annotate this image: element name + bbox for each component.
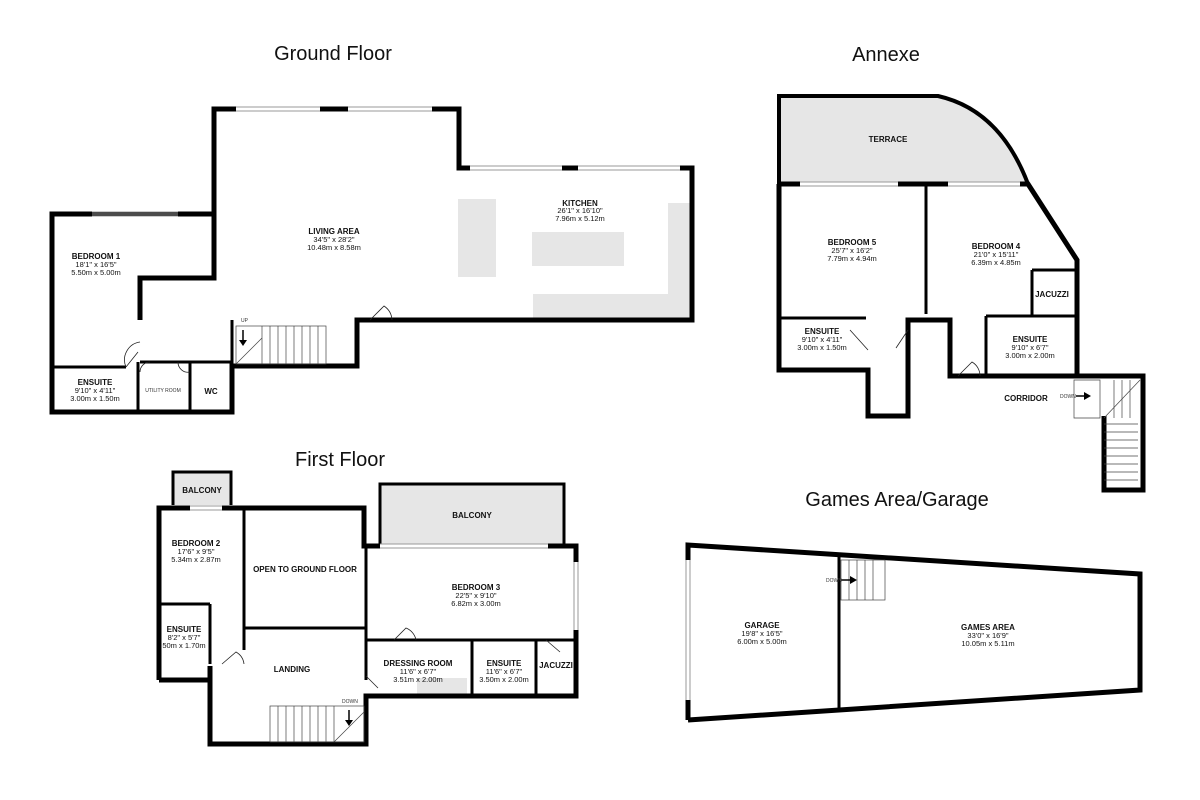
svg-text:5.34m x 2.87m: 5.34m x 2.87m: [171, 555, 221, 564]
svg-text:ENSUITE: ENSUITE: [487, 659, 522, 668]
room-bedroom-2: BEDROOM 2 17'6" x 9'5" 5.34m x 2.87m: [171, 539, 221, 564]
svg-text:6.82m x 3.00m: 6.82m x 3.00m: [451, 599, 501, 608]
svg-text:BEDROOM 4: BEDROOM 4: [972, 242, 1021, 251]
svg-text:3.50m x 2.00m: 3.50m x 2.00m: [479, 675, 529, 684]
svg-text:6.39m x 4.85m: 6.39m x 4.85m: [971, 258, 1021, 267]
games-stairs: DOWN: [826, 559, 886, 601]
svg-text:50m x 1.70m: 50m x 1.70m: [162, 641, 205, 650]
svg-text:3.00m x 1.50m: 3.00m x 1.50m: [797, 343, 847, 352]
room-bedroom-5: BEDROOM 5 25'7" x 16'2" 7.79m x 4.94m: [827, 238, 877, 263]
annexe-plan: TERRACE: [776, 94, 1146, 493]
svg-text:18'1" x 16'5": 18'1" x 16'5": [75, 260, 116, 269]
svg-text:9'10" x 6'7": 9'10" x 6'7": [1012, 343, 1049, 352]
room-terrace: TERRACE: [869, 135, 908, 144]
room-bedroom-3: BEDROOM 3 22'5" x 9'10" 6.82m x 3.00m: [451, 583, 501, 608]
svg-text:17'6" x 9'5": 17'6" x 9'5": [178, 547, 215, 556]
svg-text:ENSUITE: ENSUITE: [78, 378, 113, 387]
room-jacuzzi-annexe: JACUZZI: [1035, 290, 1069, 299]
room-ensuite-first-1: ENSUITE 8'2" x 5'7" 50m x 1.70m: [162, 625, 205, 650]
svg-text:7.96m x 5.12m: 7.96m x 5.12m: [555, 214, 605, 223]
svg-text:9'10" x 4'11": 9'10" x 4'11": [75, 386, 116, 395]
svg-text:26'1" x 16'10": 26'1" x 16'10": [557, 206, 603, 215]
first-floor-stairs: DOWN: [269, 699, 365, 743]
room-utility: UTILITY ROOM: [145, 388, 180, 394]
room-garage: GARAGE 19'8" x 16'5" 6.00m x 5.00m: [737, 621, 787, 646]
svg-text:ENSUITE: ENSUITE: [805, 327, 840, 336]
svg-text:22'5" x 9'10": 22'5" x 9'10": [455, 591, 496, 600]
room-balcony-small: BALCONY: [182, 486, 222, 495]
ground-floor-plan: UP BEDROOM 1 18'1" x 16'5" 5.50m x 5.00m…: [49, 106, 695, 415]
room-balcony-large: BALCONY: [452, 511, 492, 520]
room-bedroom-1: BEDROOM 1 18'1" x 16'5" 5.50m x 5.00m: [71, 252, 121, 277]
kitchen-counter: [458, 199, 496, 277]
room-wc: WC: [204, 387, 218, 396]
svg-text:11'6" x 6'7": 11'6" x 6'7": [486, 667, 523, 676]
svg-text:BEDROOM 5: BEDROOM 5: [828, 238, 877, 247]
svg-text:21'0" x 15'11": 21'0" x 15'11": [974, 250, 1019, 259]
svg-text:9'10" x 4'11": 9'10" x 4'11": [802, 335, 843, 344]
ground-floor-stairs: UP: [235, 318, 327, 365]
svg-text:GARAGE: GARAGE: [744, 621, 780, 630]
first-floor-title: First Floor: [295, 449, 385, 471]
room-kitchen: KITCHEN 26'1" x 16'10" 7.96m x 5.12m: [555, 199, 605, 223]
svg-text:BEDROOM 2: BEDROOM 2: [172, 539, 221, 548]
kitchen-worktop-bottom: [533, 294, 670, 321]
room-corridor: CORRIDOR: [1004, 394, 1048, 403]
svg-text:LIVING AREA: LIVING AREA: [308, 227, 359, 236]
room-bedroom-4: BEDROOM 4 21'0" x 15'11" 6.39m x 4.85m: [971, 242, 1021, 267]
first-floor-plan: BALCONY BALCONY: [156, 470, 579, 747]
room-ensuite-annexe-1: ENSUITE 9'10" x 4'11" 3.00m x 1.50m: [797, 327, 847, 352]
kitchen-worktop-right: [668, 203, 692, 321]
svg-text:5.50m x 5.00m: 5.50m x 5.00m: [71, 268, 121, 277]
svg-text:3.00m x 2.00m: 3.00m x 2.00m: [1005, 351, 1055, 360]
svg-text:7.79m x 4.94m: 7.79m x 4.94m: [827, 254, 877, 263]
svg-text:11'6" x 6'7": 11'6" x 6'7": [400, 667, 437, 676]
room-landing: LANDING: [274, 665, 310, 674]
annexe-title: Annexe: [852, 44, 920, 66]
room-living-area: LIVING AREA 34'5" x 28'2" 10.48m x 8.58m: [307, 227, 361, 252]
svg-text:8'2" x 5'7": 8'2" x 5'7": [168, 633, 201, 642]
svg-text:GAMES AREA: GAMES AREA: [961, 623, 1015, 632]
svg-text:BEDROOM 1: BEDROOM 1: [72, 252, 121, 261]
svg-text:KITCHEN: KITCHEN: [562, 199, 598, 208]
svg-text:33'0" x 16'9": 33'0" x 16'9": [967, 631, 1008, 640]
svg-text:19'8" x 16'5": 19'8" x 16'5": [741, 629, 782, 638]
room-games-area: GAMES AREA 33'0" x 16'9" 10.05m x 5.11m: [961, 623, 1015, 648]
games-stairs-down-label: DOWN: [826, 578, 842, 584]
stairs-up-label: UP: [241, 318, 249, 324]
svg-text:10.48m x 8.58m: 10.48m x 8.58m: [307, 243, 361, 252]
annexe-stairs: DOWN: [1060, 373, 1146, 493]
svg-text:ENSUITE: ENSUITE: [1013, 335, 1048, 344]
svg-text:3.00m x 1.50m: 3.00m x 1.50m: [70, 394, 120, 403]
first-stairs-down-label: DOWN: [342, 699, 358, 705]
room-ensuite-annexe-2: ENSUITE 9'10" x 6'7" 3.00m x 2.00m: [1005, 335, 1055, 360]
svg-text:25'7" x 16'2": 25'7" x 16'2": [831, 246, 872, 255]
games-garage-plan: DOWN GARAGE 19'8" x 16'5" 6.00m x 5.00m …: [685, 542, 1143, 723]
kitchen-island: [532, 232, 624, 266]
room-ensuite-first-2: ENSUITE 11'6" x 6'7" 3.50m x 2.00m: [479, 659, 529, 684]
room-ensuite-ground: ENSUITE 9'10" x 4'11" 3.00m x 1.50m: [70, 378, 120, 403]
annexe-stairs-down-label: DOWN: [1060, 394, 1076, 400]
room-dressing: DRESSING ROOM 11'6" x 6'7" 3.51m x 2.00m: [384, 659, 453, 684]
svg-text:6.00m x 5.00m: 6.00m x 5.00m: [737, 637, 787, 646]
svg-text:DRESSING ROOM: DRESSING ROOM: [384, 659, 453, 668]
games-garage-title: Games Area/Garage: [805, 489, 988, 511]
ground-floor-title: Ground Floor: [274, 43, 392, 65]
svg-text:3.51m x 2.00m: 3.51m x 2.00m: [393, 675, 443, 684]
svg-text:10.05m x 5.11m: 10.05m x 5.11m: [961, 639, 1014, 648]
svg-text:ENSUITE: ENSUITE: [167, 625, 202, 634]
room-jacuzzi-first: JACUZZI: [539, 661, 573, 670]
svg-text:34'5" x 28'2": 34'5" x 28'2": [313, 235, 354, 244]
room-open-to-ground: OPEN TO GROUND FLOOR: [253, 565, 357, 574]
svg-text:BEDROOM 3: BEDROOM 3: [452, 583, 501, 592]
